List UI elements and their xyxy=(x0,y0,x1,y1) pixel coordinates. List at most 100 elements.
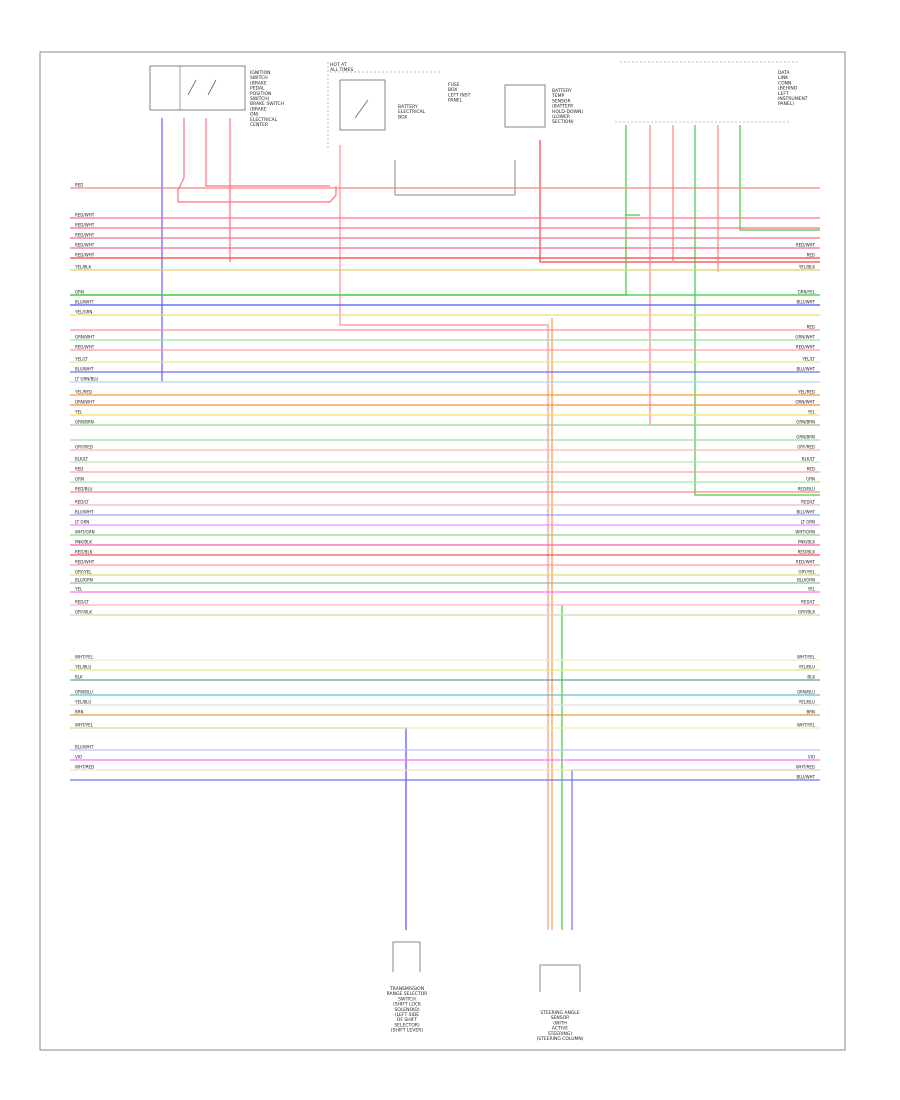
wire-label-left-26: RED/LT xyxy=(75,500,89,505)
relay-label-line: ELECTRICAL xyxy=(398,109,426,115)
wire-label-right-44: WHT/YEL xyxy=(797,723,816,728)
bottom-left-label-line: SOLENOID) xyxy=(394,1007,419,1013)
wire-label-right-41: GRN/BLU xyxy=(797,690,815,695)
bottom-right-component xyxy=(539,964,581,992)
wire-label-left-46: VIO xyxy=(75,755,82,760)
right-connector-label-line: DATA xyxy=(778,70,791,76)
wire-label-left-25: RED/BLU xyxy=(75,487,93,492)
wire-label-left-21: GRY/RED xyxy=(75,445,93,450)
right-connector-label-line: LEFT xyxy=(778,91,789,97)
module-label-line: SENSOR xyxy=(552,98,571,104)
left-switch-component xyxy=(149,65,246,111)
wire-label-right-42: YEL/BLU xyxy=(798,700,815,705)
diagram-frame xyxy=(39,51,846,1051)
wire-label-left-47: WHT/RED xyxy=(75,765,94,770)
right-connector-label-line: LINK xyxy=(778,75,789,81)
wire-label-left-13: YEL/LT xyxy=(74,357,88,362)
wire-label-right-33: GRY/YEL xyxy=(798,570,815,575)
wire-label-left-39: YEL/BLU xyxy=(74,665,91,670)
module-label-line: TEMP xyxy=(551,93,564,99)
module-label-line: BATTERY xyxy=(552,88,572,94)
component-labels: IGNITIONSWITCH(BRAKEPEDALPOSITIONSWITCH)… xyxy=(250,62,808,1042)
wire-label-left-40: BLK xyxy=(75,675,83,680)
wire-label-left-43: BRN xyxy=(75,710,84,715)
wire-label-right-43: BRN xyxy=(806,710,815,715)
wire-label-left-41: GRN/BLU xyxy=(75,690,93,695)
bottom-left-label-line: (SHIFT LEVER) xyxy=(391,1028,423,1034)
wire-label-left-19: GRN/BRN xyxy=(75,420,94,425)
right-connector-label-line: (BEHIND xyxy=(778,86,798,92)
wire-label-left-27: BLU/WHT xyxy=(75,510,94,515)
wire-label-left-35: YEL xyxy=(74,587,83,592)
wire-label-right-27: BLU/WHT xyxy=(797,510,816,515)
wire-label-right-17: ORN/WHT xyxy=(795,400,815,405)
left-switch-label-line: BRAKE SWITCH xyxy=(250,101,284,107)
wire-label-right-7: GRN/YEL xyxy=(798,290,816,295)
wire-label-left-30: PNK/BLK xyxy=(75,540,92,545)
bottom-left-label-line: SELECTOR) xyxy=(394,1022,420,1028)
wire-label-right-5: RED xyxy=(807,253,815,258)
wire-label-right-39: YEL/BLU xyxy=(798,665,815,670)
wire-label-left-7: GRN xyxy=(75,290,84,295)
left-switch-label-line: (BRAKE xyxy=(250,106,267,112)
wire-label-left-24: GRN xyxy=(75,477,84,482)
left-switch-label-line: POSITION xyxy=(250,91,271,97)
wire-label-left-18: YEL xyxy=(74,410,83,415)
relay-label-line: BOX xyxy=(398,114,407,120)
wire-label-right-10: RED xyxy=(807,325,815,330)
wire-label-left-38: WHT/YEL xyxy=(75,655,94,660)
wire-label-left-3: RED/WHT xyxy=(75,233,95,238)
left-switch-label-line: ON) xyxy=(250,112,259,118)
wire-label-right-28: LT GRN xyxy=(801,520,815,525)
wire-label-right-34: BLU/GRN xyxy=(797,578,815,583)
wire-label-right-47: WHT/RED xyxy=(796,765,815,770)
wire-label-right-48: BLU/WHT xyxy=(797,775,816,780)
top-fuse-label-line: ALL TIMES xyxy=(330,67,353,73)
wire-label-left-17: ORN/WHT xyxy=(75,400,95,405)
wire-label-right-32: RED/WHT xyxy=(796,560,816,565)
wire-label-left-9: YEL/GRN xyxy=(74,310,92,315)
left-switch-label-line: PEDAL xyxy=(250,86,265,92)
wire-label-left-34: BLU/GRN xyxy=(75,578,93,583)
vertical-wires xyxy=(70,118,820,930)
wire-label-right-18: YEL xyxy=(807,410,816,415)
wire-label-left-36: RED/LT xyxy=(75,600,89,605)
fuse-label-label-line: LEFT INST xyxy=(448,92,471,98)
wire-label-left-29: WHT/GRN xyxy=(75,530,95,535)
left-switch-label-line: SWITCH xyxy=(250,75,268,81)
wire-label-right-20: GRN/BRN xyxy=(796,435,815,440)
wire-label-right-38: WHT/YEL xyxy=(797,655,816,660)
wire-label-right-37: GRY/BLK xyxy=(798,610,815,615)
bottom-right-label-line: (WITH xyxy=(553,1020,567,1026)
wire-label-left-6: YEL/BLK xyxy=(74,265,92,270)
module-label-line: HOLD-DOWN) xyxy=(552,109,583,115)
wire-label-right-30: PNK/BLK xyxy=(798,540,815,545)
wire-label-right-46: VIO xyxy=(808,755,815,760)
wire-label-left-2: RED/WHT xyxy=(75,223,95,228)
bottom-right-label-line: STEERING ANGLE xyxy=(540,1010,579,1016)
wire-label-right-6: YEL/BLK xyxy=(798,265,816,270)
wire-label-right-4: RED/WHT xyxy=(796,243,816,248)
wire-label-right-16: YEL/RED xyxy=(797,390,815,395)
wire-label-right-21: GRY/RED xyxy=(797,445,815,450)
left-switch-label-line: IGNITION xyxy=(250,70,271,76)
bottom-right-label-line: SENSOR xyxy=(551,1015,570,1021)
wire-label-right-25: RED/BLU xyxy=(798,487,816,492)
fuse-label-label-line: PANEL xyxy=(448,98,463,104)
wire-label-left-0: RED xyxy=(75,183,83,188)
wire-label-left-45: BLU/WHT xyxy=(75,745,94,750)
wire-label-left-37: GRY/BLK xyxy=(75,610,92,615)
right-connector-label-line: CONN xyxy=(778,80,791,86)
wire-label-right-22: BLK/LT xyxy=(802,457,816,462)
top-fuse-component xyxy=(339,79,386,131)
wire-label-right-26: RED/LT xyxy=(801,500,815,505)
bottom-left-label-line: SWITCH xyxy=(398,996,416,1002)
horizontal-wires: RED RED/WHT RED/WHT RED/WHT RED/WHT RED/WHT RE… xyxy=(70,183,820,781)
wire-label-left-33: GRY/YEL xyxy=(75,570,92,575)
wire-label-right-23: RED xyxy=(807,467,815,472)
wire-label-right-19: GRN/BRN xyxy=(796,420,815,425)
module-component xyxy=(504,84,546,128)
wire-label-left-5: RED/WHT xyxy=(75,253,95,258)
wire-label-right-13: YEL/LT xyxy=(801,357,815,362)
wire-label-left-22: BLK/LT xyxy=(75,457,89,462)
